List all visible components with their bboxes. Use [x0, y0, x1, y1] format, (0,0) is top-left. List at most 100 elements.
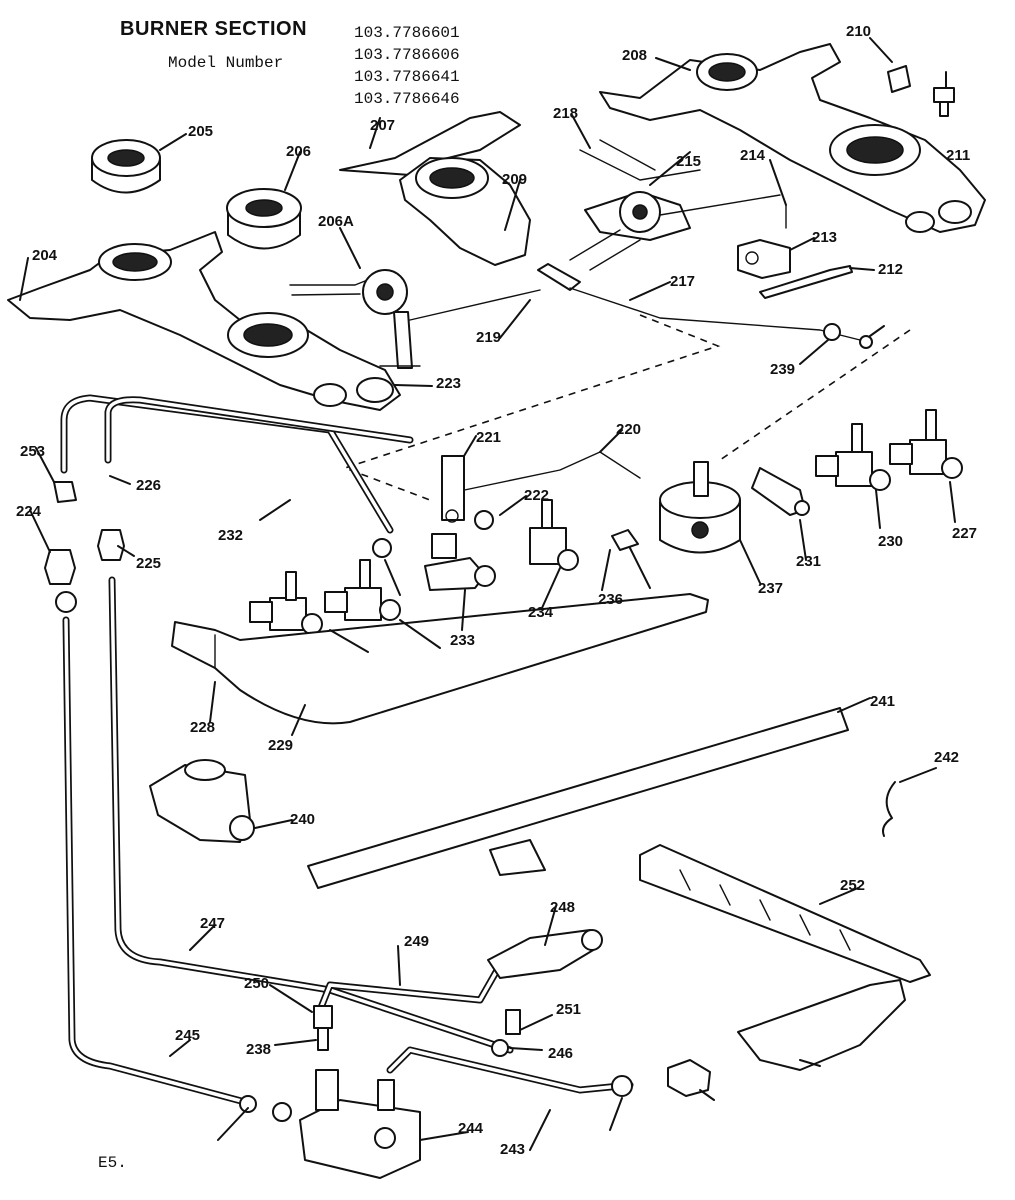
callout-204: 204 [32, 247, 58, 264]
callout-218: 218 [553, 105, 578, 122]
safety-valve-246 [299, 1069, 421, 1179]
nut-226 [44, 549, 76, 585]
model-number-3: 103.7786641 [354, 68, 460, 86]
orifice-238 [491, 1009, 521, 1057]
dashed-routing-line-right [719, 329, 911, 461]
callout-221: 221 [476, 429, 501, 446]
fitting-253-a [53, 481, 77, 503]
callout-231: 231 [796, 553, 821, 570]
callout-226: 226 [136, 477, 161, 494]
callout-250: 250 [244, 975, 269, 992]
callout-236: 236 [598, 591, 623, 608]
callout-249: 249 [404, 933, 429, 950]
callout-237: 237 [758, 580, 783, 597]
callout-labels: 210 208 211 218 215 214 213 212 207 209 205 206 206A… [16, 23, 977, 1158]
callout-251: 251 [556, 1001, 581, 1018]
burner-cap-206 [226, 188, 302, 250]
valve-231-right [815, 423, 891, 491]
callout-212: 212 [878, 261, 903, 278]
regulator-229 [149, 759, 255, 843]
fitting-253-c [55, 591, 77, 613]
dashed-routing-line-left [342, 314, 721, 501]
callout-205: 205 [188, 123, 213, 140]
part-213-bracket [737, 239, 791, 279]
valve-231-left [324, 559, 401, 621]
valve-233 [529, 499, 579, 571]
burner-cap-205 [91, 139, 161, 194]
callout-253: 253 [20, 443, 45, 460]
callout-229: 229 [268, 737, 293, 754]
callout-209: 209 [502, 171, 527, 188]
callout-227: 227 [952, 525, 977, 542]
callout-240: 240 [290, 811, 315, 828]
gas-tubes [62, 576, 634, 1106]
broil-burner-242 [639, 844, 931, 983]
callout-207: 207 [370, 117, 395, 134]
callout-233: 233 [450, 632, 475, 649]
clip-241 [882, 781, 896, 837]
air-shutter-221 [441, 455, 465, 523]
section-title: BURNER SECTION [120, 18, 308, 40]
callout-214: 214 [740, 147, 766, 164]
page-code: E5. [98, 1154, 127, 1172]
callout-244: 244 [458, 1120, 484, 1137]
nut-222 [474, 510, 494, 530]
fitting-253-d [239, 1095, 292, 1122]
callout-242: 242 [934, 749, 959, 766]
thermostat-247 [487, 929, 603, 979]
callout-213: 213 [812, 229, 837, 246]
valve-assembly-206a [289, 269, 541, 369]
callout-225: 225 [136, 555, 161, 572]
bracket-240 [307, 707, 849, 889]
callout-241: 241 [870, 693, 895, 710]
callout-247: 247 [200, 915, 225, 932]
callout-245: 245 [175, 1027, 200, 1044]
callout-223: 223 [436, 375, 461, 392]
part-210-nut [887, 65, 911, 93]
callout-217: 217 [670, 273, 695, 290]
callout-206a: 206A [318, 213, 354, 230]
fitting-253-b [372, 538, 392, 558]
orifice-244 [667, 1059, 711, 1097]
callout-246: 246 [548, 1045, 573, 1062]
leader-arrows [19, 37, 956, 1151]
valve-236 [659, 461, 741, 554]
burner-top-right [599, 43, 986, 233]
pilot-tube-217 [537, 263, 873, 349]
tee-249 [313, 1005, 333, 1051]
orifice-219-center [611, 529, 639, 551]
callout-252: 252 [840, 877, 865, 894]
callout-243: 243 [500, 1141, 525, 1158]
nut-225 [97, 529, 125, 561]
callout-211: 211 [946, 147, 970, 164]
valve-232 [424, 533, 496, 591]
callout-208: 208 [622, 47, 647, 64]
valve-assembly-215 [569, 139, 781, 271]
callout-234: 234 [528, 604, 554, 621]
model-number-1: 103.7786601 [354, 24, 460, 42]
model-number-label: Model Number [168, 54, 284, 72]
callout-239: 239 [770, 361, 795, 378]
callout-219: 219 [476, 329, 501, 346]
callout-215: 215 [676, 153, 701, 170]
part-211-screw [933, 87, 955, 117]
model-number-2: 103.7786606 [354, 46, 460, 64]
model-number-4: 103.7786646 [354, 90, 460, 108]
fitting-253-e [611, 1075, 633, 1097]
callout-222: 222 [524, 487, 549, 504]
callout-210: 210 [846, 23, 871, 40]
burner-left [7, 231, 401, 411]
callout-232: 232 [218, 527, 243, 544]
callout-220: 220 [616, 421, 641, 438]
callout-238: 238 [246, 1041, 271, 1058]
callout-224: 224 [16, 503, 42, 520]
callout-228: 228 [190, 719, 215, 736]
valve-230-left [249, 571, 323, 635]
callout-248: 248 [550, 899, 575, 916]
orifice-237 [751, 467, 810, 516]
model-number-list: 103.7786601 103.7786606 103.7786641 103.… [354, 22, 460, 110]
burner-top-center [339, 111, 531, 266]
callout-206: 206 [286, 143, 311, 160]
callout-230: 230 [878, 533, 903, 550]
